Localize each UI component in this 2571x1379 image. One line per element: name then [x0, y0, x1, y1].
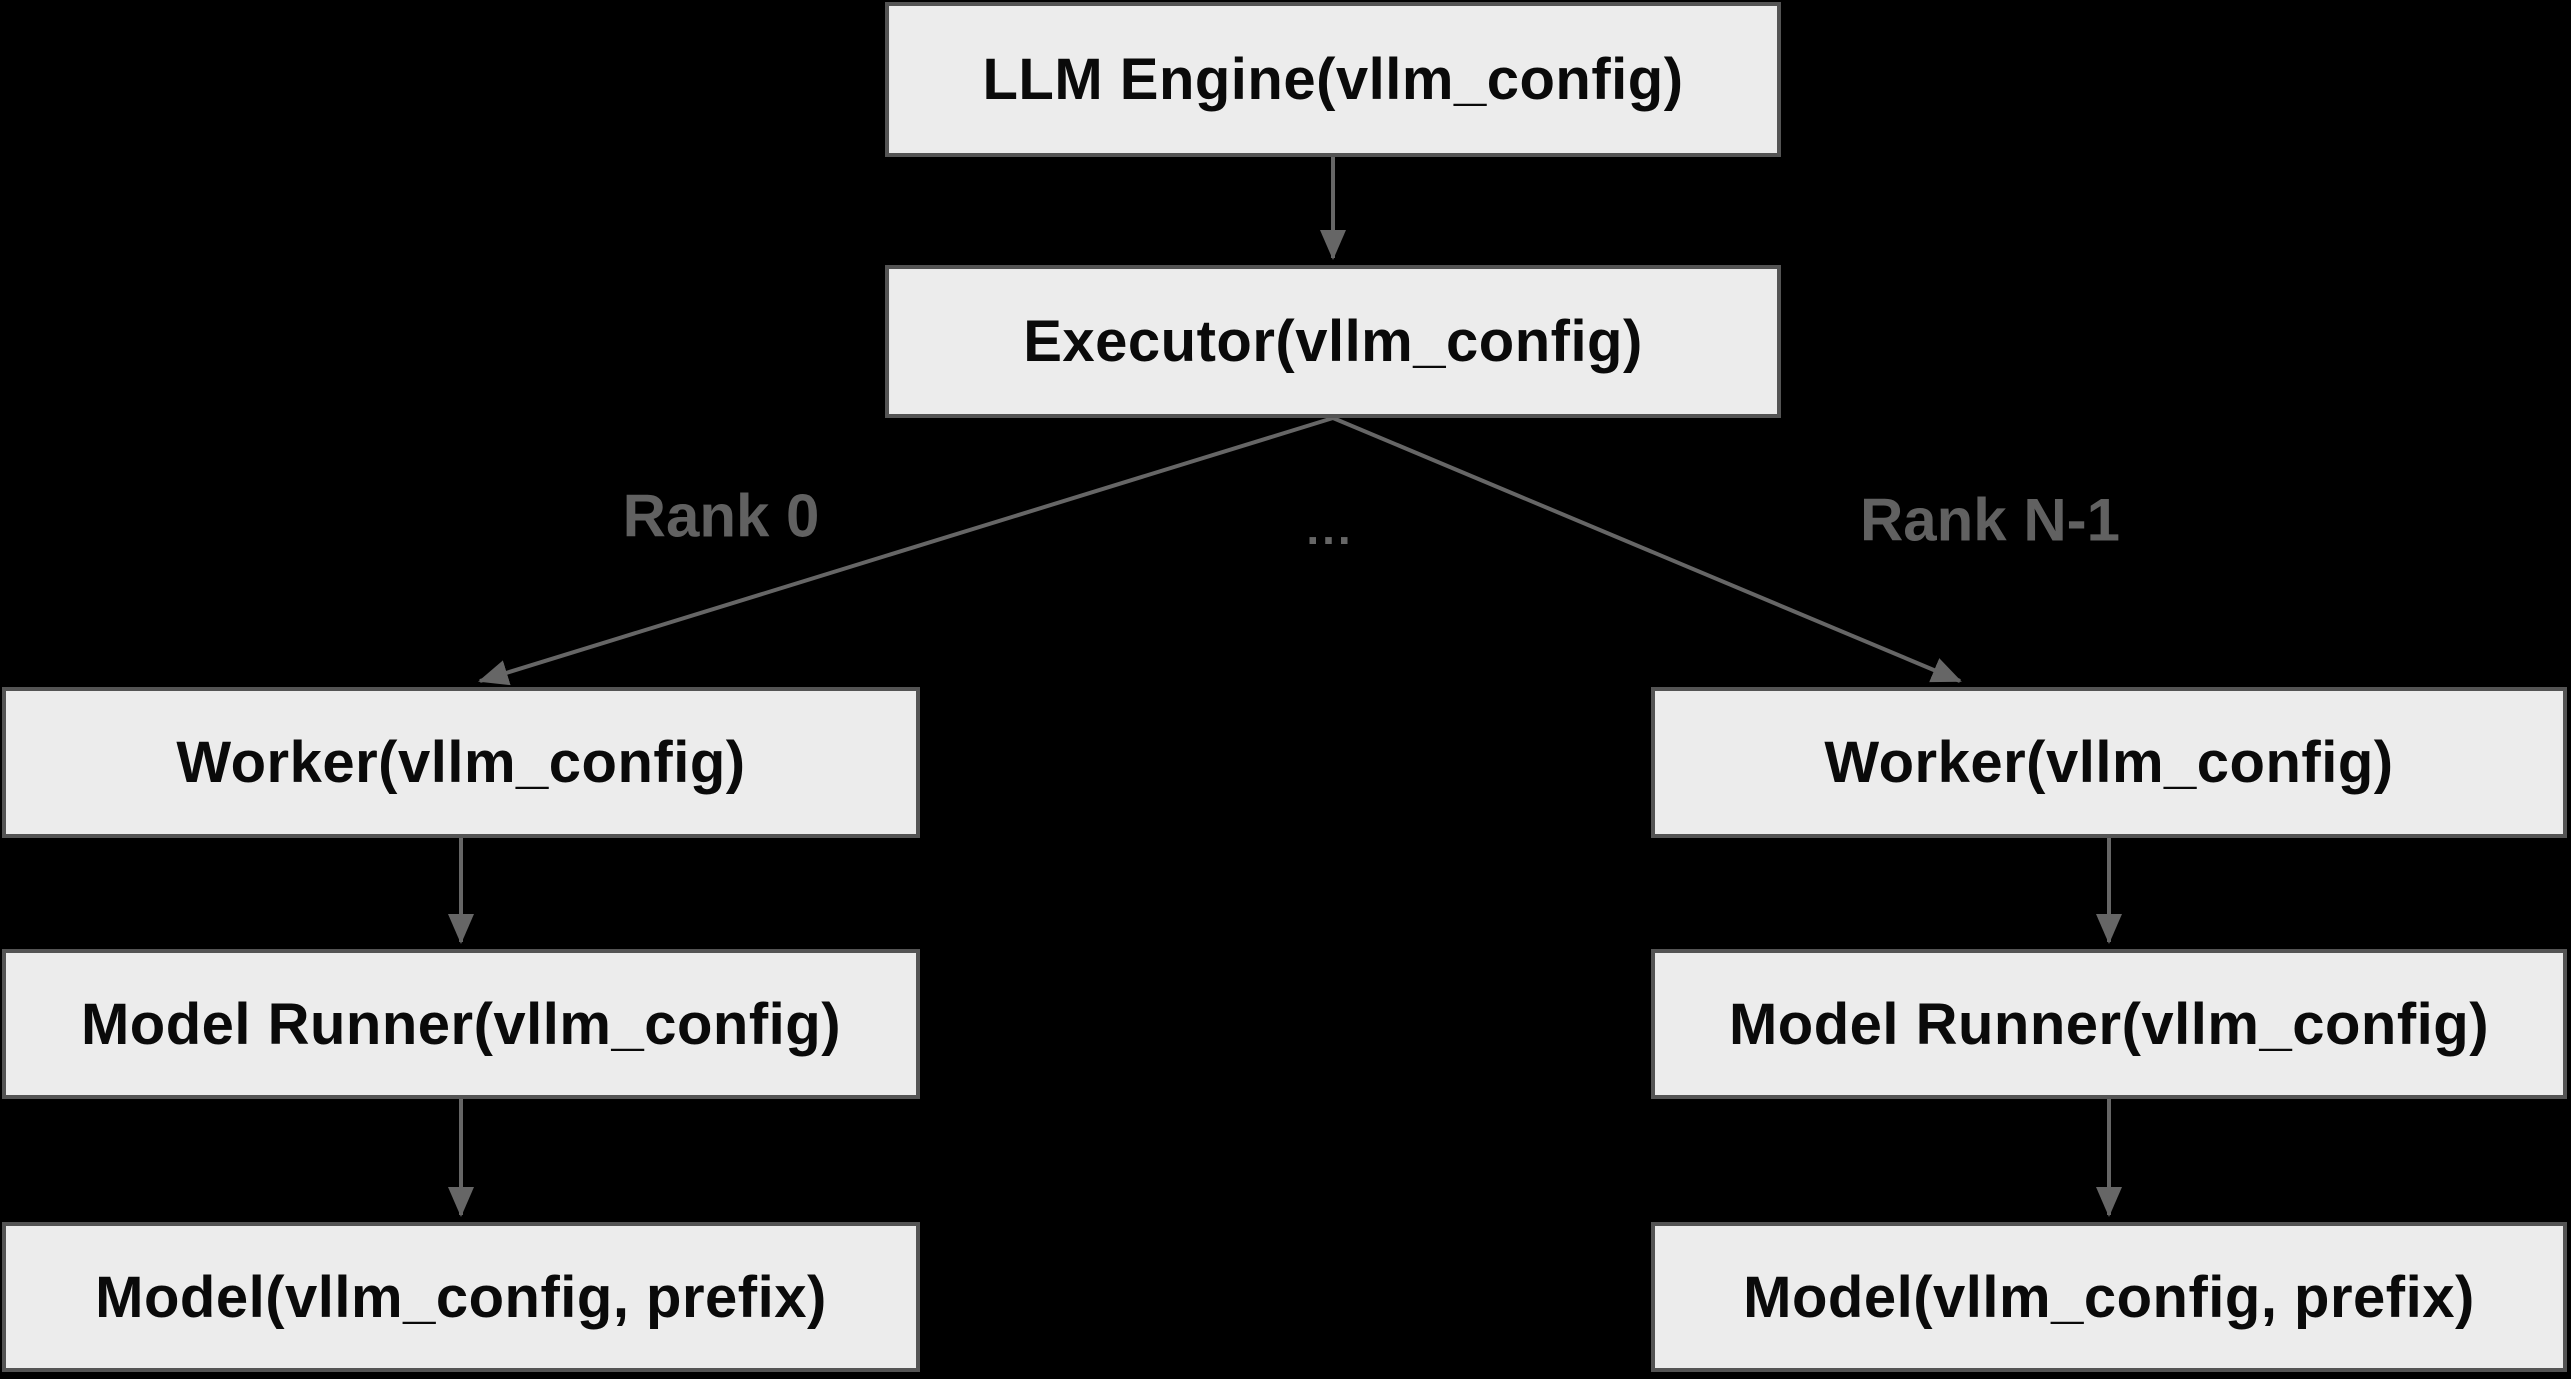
- node-llm-engine: LLM Engine(vllm_config): [885, 2, 1781, 157]
- node-model-rank0: Model(vllm_config, prefix): [2, 1222, 920, 1372]
- node-model-rankn: Model(vllm_config, prefix): [1651, 1222, 2567, 1372]
- node-model-runner-rankn: Model Runner(vllm_config): [1651, 949, 2567, 1099]
- node-model-runner-rank0: Model Runner(vllm_config): [2, 949, 920, 1099]
- edge-label-rank-0: Rank 0: [622, 482, 820, 550]
- edge-executor-to-workern-arrow: [1332, 416, 1962, 683]
- node-executor: Executor(vllm_config): [885, 265, 1781, 418]
- node-worker-rank0-label: Worker(vllm_config): [176, 730, 746, 795]
- node-model-runner-rankn-label: Model Runner(vllm_config): [1728, 991, 2490, 1057]
- node-model-runner-rank0-label: Model Runner(vllm_config): [80, 991, 842, 1057]
- edge-label-rank-n-1: Rank N-1: [1859, 486, 2121, 554]
- node-worker-rank0: Worker(vllm_config): [2, 687, 920, 838]
- edge-executor-to-worker0-arrow: [478, 416, 1334, 686]
- node-executor-label: Executor(vllm_config): [1023, 309, 1643, 374]
- node-llm-engine-label: LLM Engine(vllm_config): [982, 47, 1684, 112]
- node-worker-rankn: Worker(vllm_config): [1651, 687, 2567, 838]
- node-model-rank0-label: Model(vllm_config, prefix): [95, 1264, 827, 1330]
- node-worker-rankn-label: Worker(vllm_config): [1824, 730, 2394, 795]
- node-model-rankn-label: Model(vllm_config, prefix): [1743, 1264, 2475, 1330]
- edge-label-ellipsis: ...: [1306, 502, 1354, 554]
